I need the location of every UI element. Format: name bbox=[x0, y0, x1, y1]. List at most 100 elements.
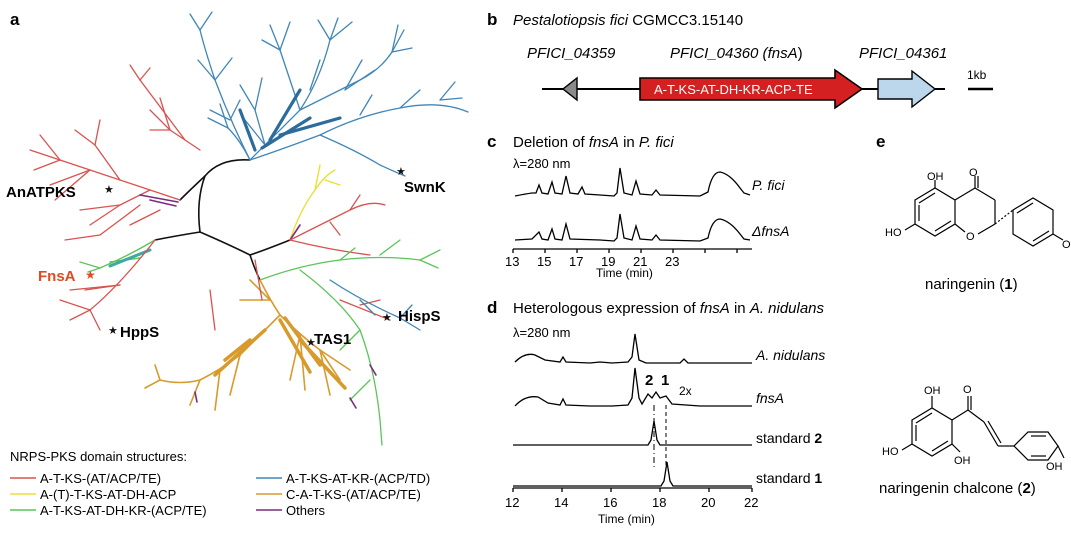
svg-text:12: 12 bbox=[505, 495, 519, 510]
trace-delta-fnsa bbox=[514, 213, 751, 242]
svg-text:13: 13 bbox=[505, 254, 519, 269]
svg-text:18: 18 bbox=[652, 495, 666, 510]
svg-text:HO: HO bbox=[882, 446, 899, 458]
legend-title: NRPS-PKS domain structures: bbox=[10, 449, 187, 464]
svg-text:19: 19 bbox=[601, 254, 615, 269]
trace-label-standard-1: standard 1 bbox=[756, 470, 822, 486]
panel-label-a: a bbox=[10, 10, 20, 29]
trace-label-delta-fnsa: ΔfnsA bbox=[751, 223, 789, 239]
gene-arrow-04361 bbox=[877, 69, 937, 109]
tree-label-hpps: HppS bbox=[120, 324, 159, 341]
gene-arrow-04359 bbox=[561, 76, 578, 102]
trace-label-standard-2: standard 2 bbox=[756, 430, 822, 446]
panel-c-wavelength: λ=280 nm bbox=[513, 156, 570, 171]
fnsa-domains: A-T-KS-AT-DH-KR-ACP-TE bbox=[654, 82, 813, 97]
gene-map: A-T-KS-AT-DH-KR-ACP-TE 1kb bbox=[542, 68, 993, 110]
trace-standard-2 bbox=[513, 420, 752, 446]
trace-label-a-nidulans: A. nidulans bbox=[755, 347, 825, 363]
trace-standard-1 bbox=[513, 461, 752, 487]
panel-d-ticks bbox=[512, 488, 753, 492]
svg-text:OH: OH bbox=[1062, 239, 1071, 251]
trace-p-fici bbox=[514, 167, 751, 197]
legend-item-4: C-A-T-KS-(AT/ACP/TE) bbox=[286, 487, 421, 502]
svg-text:16: 16 bbox=[603, 495, 617, 510]
panel-label-e: e bbox=[876, 132, 885, 151]
panel-c-ticks bbox=[512, 249, 738, 253]
svg-text:OH: OH bbox=[927, 171, 944, 183]
clade-yellow bbox=[289, 164, 341, 241]
tree-label-anatpks: AnATPKS bbox=[6, 184, 76, 201]
phylogenetic-tree: ★ ★ ★ ★ ★ ★ bbox=[29, 11, 469, 446]
panel-d-xlabel: Time (min) bbox=[598, 512, 655, 526]
svg-text:★: ★ bbox=[108, 325, 118, 337]
panel-d-title: Heterologous expression of fnsA in A. ni… bbox=[513, 300, 825, 317]
naringenin-atoms: OH O O HO OH bbox=[885, 167, 1071, 251]
panel-c-tick-labels: 13 15 17 19 21 23 bbox=[505, 254, 679, 269]
clade-orange-thick bbox=[213, 316, 347, 390]
clade-purple-left bbox=[139, 194, 179, 207]
legend-item-3: A-T-KS-AT-KR-(ACP/TD) bbox=[286, 471, 430, 486]
svg-text:23: 23 bbox=[665, 254, 679, 269]
zoom-label: 2x bbox=[679, 384, 692, 398]
trace-label-p-fici: P. fici bbox=[752, 177, 785, 193]
panel-label-d: d bbox=[487, 298, 497, 317]
tree-stars: ★ ★ ★ ★ ★ bbox=[104, 166, 406, 349]
svg-text:★: ★ bbox=[85, 268, 96, 282]
svg-text:17: 17 bbox=[569, 254, 583, 269]
panel-d-traces bbox=[512, 333, 753, 492]
tree-backbone bbox=[154, 159, 291, 281]
peak-label-2: 2 bbox=[645, 372, 653, 389]
chalcone-atoms: OH O OH HO OH bbox=[882, 384, 1063, 473]
svg-text:OH: OH bbox=[1046, 461, 1063, 473]
gene-arrow-fnsa bbox=[639, 68, 864, 110]
svg-text:OH: OH bbox=[954, 455, 971, 467]
svg-text:★: ★ bbox=[104, 184, 114, 196]
svg-text:14: 14 bbox=[554, 495, 568, 510]
legend-item-0: A-T-KS-(AT/ACP/TE) bbox=[40, 471, 161, 486]
tree-label-tas1: TAS1 bbox=[314, 331, 351, 348]
panel-c-traces bbox=[512, 167, 752, 253]
compound-1-name: naringenin (1) bbox=[925, 276, 1018, 293]
clade-orange-tas1 bbox=[144, 279, 351, 411]
clade-green-right bbox=[259, 239, 441, 446]
legend-item-5: Others bbox=[286, 503, 326, 518]
svg-text:★: ★ bbox=[306, 337, 316, 349]
clade-red-right bbox=[289, 194, 391, 321]
svg-text:O: O bbox=[966, 231, 975, 243]
compound-2-name: naringenin chalcone (2) bbox=[879, 480, 1036, 497]
clade-red-hpps bbox=[59, 239, 156, 331]
tree-label-swnk: SwnK bbox=[404, 179, 446, 196]
gene-label-04359: PFICI_04359 bbox=[527, 45, 616, 62]
svg-text:22: 22 bbox=[744, 495, 758, 510]
panel-label-c: c bbox=[487, 132, 496, 151]
svg-text:HO: HO bbox=[885, 227, 902, 239]
panel-label-b: b bbox=[487, 10, 497, 29]
tree-label-hisps: HispS bbox=[398, 308, 441, 325]
panel-d-guides bbox=[653, 405, 667, 470]
scale-label: 1kb bbox=[967, 68, 987, 82]
structure-naringenin bbox=[904, 176, 1064, 247]
tree-label-fnsa: FnsA bbox=[38, 268, 76, 285]
trace-a-nidulans bbox=[514, 333, 752, 364]
svg-text:O: O bbox=[963, 384, 972, 396]
svg-text:OH: OH bbox=[924, 385, 941, 397]
legend-item-1: A-(T)-T-KS-AT-DH-ACP bbox=[40, 487, 176, 502]
structure-naringenin-chalcone bbox=[901, 396, 1065, 461]
gene-label-04360: PFICI_04360 (fnsA) bbox=[670, 45, 803, 62]
clade-blue-top bbox=[189, 11, 469, 177]
trace-label-fnsa: fnsA bbox=[756, 390, 784, 406]
peak-label-1: 1 bbox=[661, 372, 669, 389]
svg-text:★: ★ bbox=[382, 312, 392, 324]
legend-item-2: A-T-KS-AT-DH-KR-(ACP/TE) bbox=[40, 503, 207, 518]
gene-cluster-title: Pestalotiopsis fici CGMCC3.15140 bbox=[513, 12, 743, 29]
svg-text:21: 21 bbox=[633, 254, 647, 269]
panel-c-title: Deletion of fnsA in P. fici bbox=[513, 134, 674, 151]
tree-legend: NRPS-PKS domain structures: A-T-KS-(AT/A… bbox=[10, 449, 430, 518]
svg-text:15: 15 bbox=[537, 254, 551, 269]
panel-d-tick-labels: 12 14 16 18 20 22 bbox=[505, 495, 758, 510]
clade-red-top bbox=[129, 64, 201, 151]
clade-blue-right bbox=[329, 279, 421, 331]
gene-label-04361: PFICI_04361 bbox=[859, 45, 947, 62]
svg-text:O: O bbox=[969, 167, 978, 179]
trace-fnsa bbox=[514, 367, 752, 407]
